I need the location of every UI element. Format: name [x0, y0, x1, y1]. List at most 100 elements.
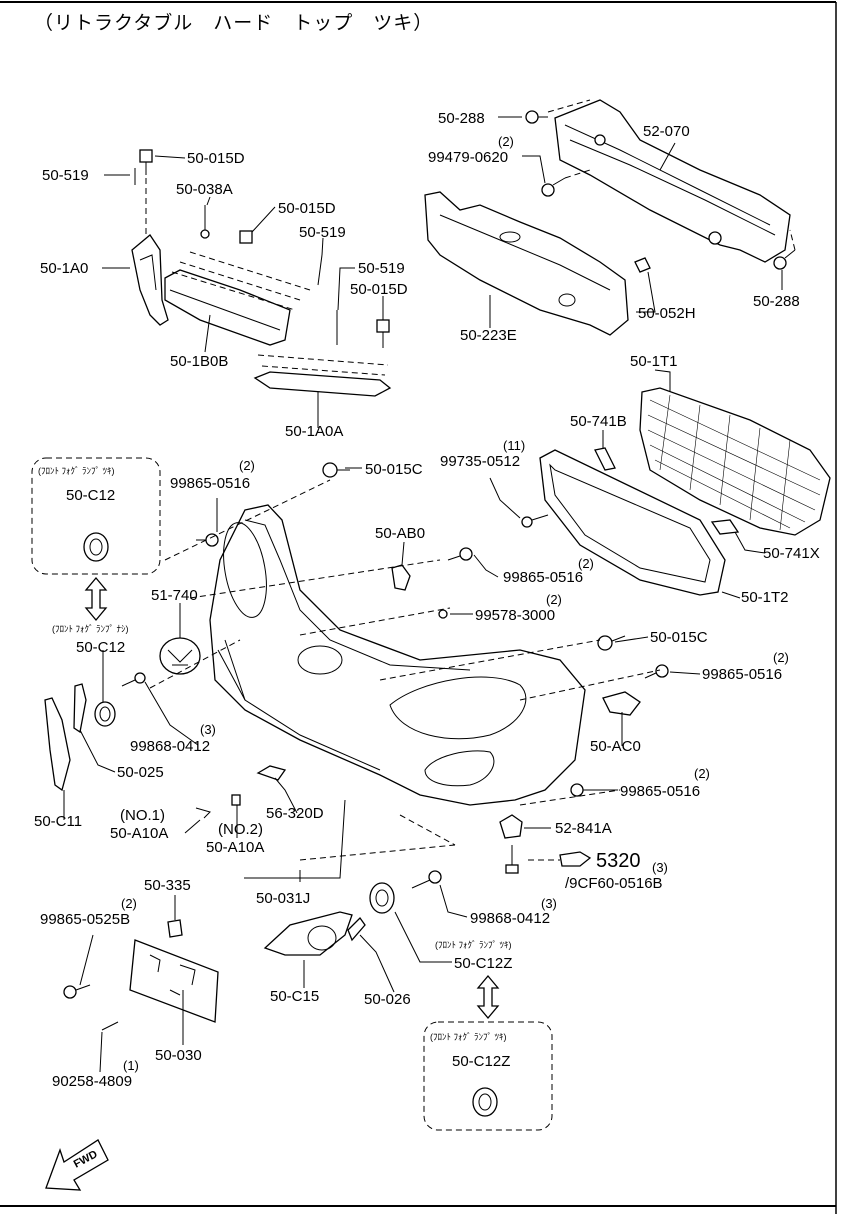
- clip-50-519-b: [317, 254, 323, 286]
- label-50-038A: 50-038A: [176, 181, 233, 198]
- fog-bezel-50-C12Z-a: [369, 882, 395, 914]
- label-5320: 5320: [596, 850, 641, 872]
- bumper-reinforcement-part: [554, 99, 791, 263]
- emblem-51-740: [159, 637, 201, 675]
- label-99865-0516-b: 99865-0516: [503, 569, 583, 586]
- qty-99865-0516-b: (2): [578, 556, 594, 571]
- bolt-99479-0620: [541, 177, 566, 197]
- qty-5320: (3): [652, 860, 668, 875]
- label-50-AB0: 50-AB0: [375, 525, 425, 542]
- pointing-hand-5320-icon: [528, 851, 592, 867]
- qty-99865-0516-c: (2): [773, 650, 789, 665]
- clip-50-052H: [634, 257, 651, 273]
- swap-arrow-bottom-icon: [476, 974, 500, 1020]
- fog-bezel-50-C12-b: [94, 701, 116, 727]
- clip-50-038A: [200, 205, 210, 239]
- qty-99868-0412-a: (3): [200, 722, 216, 737]
- bracket-50-AB0: [391, 564, 411, 591]
- qty-99868-0412-b: (3): [541, 896, 557, 911]
- label-50-C12Z-b: 50-C12Z: [452, 1053, 510, 1070]
- grille-50-1T1: [639, 387, 831, 536]
- label-50-030: 50-030: [155, 1047, 202, 1064]
- label-50-AC0: 50-AC0: [590, 738, 641, 755]
- qty-99735-0512: (11): [503, 438, 525, 453]
- label-99868-0412-b: 99868-0412: [470, 910, 550, 927]
- label-no1: (NO.1): [120, 807, 165, 824]
- fog-bezel-50-C15: [263, 911, 353, 956]
- label-99865-0516-c: 99865-0516: [702, 666, 782, 683]
- under-cover-50-1A0A: [253, 371, 392, 397]
- under-cover-50-1B0B: [164, 269, 291, 346]
- screw-99735-0512: [521, 514, 549, 528]
- label-50-1B0B: 50-1B0B: [170, 353, 228, 370]
- label-90258-4809: 90258-4809: [52, 1073, 132, 1090]
- fog-cover-50-C11: [44, 697, 71, 792]
- nut-50-015C-a: [322, 462, 350, 478]
- label-50-052H: 50-052H: [638, 305, 696, 322]
- label-50-015D-c: 50-015D: [350, 281, 408, 298]
- clip-50-741B: [594, 447, 616, 471]
- qty-99479-0620: (2): [498, 134, 514, 149]
- fog-without-note: (ﾌﾛﾝﾄ ﾌｫｸﾞ ﾗﾝﾌﾟ ﾅｼ): [52, 624, 129, 634]
- label-50-519-c: 50-519: [358, 260, 405, 277]
- label-52-841A: 52-841A: [555, 820, 612, 837]
- clip-50-741X: [710, 519, 740, 535]
- label-50-C12Z-a: 50-C12Z: [454, 955, 512, 972]
- swap-arrow-top-icon: [84, 576, 108, 622]
- label-52-070: 52-070: [643, 123, 690, 140]
- label-99865-0525B: 99865-0525B: [40, 911, 130, 928]
- nut-52-841A: [499, 814, 523, 839]
- screw-99868-0412-a: [121, 672, 146, 687]
- label-56-320D: 56-320D: [266, 805, 324, 822]
- label-50-A10A-no1: 50-A10A: [110, 825, 168, 842]
- label-50-288-top: 50-288: [438, 110, 485, 127]
- hook-50-A10A-no2: [231, 794, 241, 806]
- bolt-99865-0516-b: [447, 547, 473, 561]
- label-50-1A0: 50-1A0: [40, 260, 88, 277]
- nut-50-015C-b: [597, 635, 626, 651]
- qty-99578-3000: (2): [546, 592, 562, 607]
- label-50-1T1: 50-1T1: [630, 353, 678, 370]
- label-50-741X: 50-741X: [763, 545, 820, 562]
- label-50-288-bottom: 50-288: [753, 293, 800, 310]
- option-box-top: (ﾌﾛﾝﾄ ﾌｫｸﾞ ﾗﾝﾌﾟ ﾂｷ) 50-C12: [31, 457, 161, 575]
- qty-90258-4809: (1): [123, 1058, 139, 1073]
- label-50-026: 50-026: [364, 991, 411, 1008]
- label-50-1T2: 50-1T2: [741, 589, 789, 606]
- fog-with-note-b: (ﾌﾛﾝﾄ ﾌｫｸﾞ ﾗﾝﾌﾟ ﾂｷ): [430, 1032, 507, 1042]
- bolt-99865-0525B: [63, 984, 91, 999]
- screw-90258-4809: [101, 1021, 119, 1031]
- qty-99865-0516-d: (2): [694, 766, 710, 781]
- label-9CF60-0516B: /9CF60-0516B: [565, 875, 663, 892]
- bracket-50-AC0: [602, 691, 641, 716]
- label-99868-0412-a: 99868-0412: [130, 738, 210, 755]
- bolt-9CF60-0516B: [505, 845, 519, 874]
- label-50-A10A-no2: 50-A10A: [206, 839, 264, 856]
- hook-50-A10A-no1: [195, 807, 211, 819]
- label-99865-0516-a: 99865-0516: [170, 475, 250, 492]
- clip-50-335: [167, 919, 183, 938]
- label-99865-0516-d: 99865-0516: [620, 783, 700, 800]
- label-50-519-b: 50-519: [299, 224, 346, 241]
- bracket-50-026: [347, 916, 366, 942]
- label-99479-0620: 99479-0620: [428, 149, 508, 166]
- label-99735-0512: 99735-0512: [440, 453, 520, 470]
- forward-arrow-icon: FWD: [45, 1139, 109, 1191]
- label-50-1A0A: 50-1A0A: [285, 423, 343, 440]
- bolt-50-288-top: [525, 110, 548, 124]
- fastener-50-015D-a: [139, 149, 153, 175]
- tow-eye-cover-56-320D: [256, 765, 287, 781]
- label-50-015D-b: 50-015D: [278, 200, 336, 217]
- fastener-50-015D-b: [239, 230, 253, 244]
- label-50-C11: 50-C11: [34, 813, 82, 830]
- label-51-740: 51-740: [151, 587, 198, 604]
- label-no2: (NO.2): [218, 821, 263, 838]
- label-99578-3000: 99578-3000: [475, 607, 555, 624]
- qty-99865-0516-a: (2): [239, 458, 255, 473]
- label-50-C15: 50-C15: [270, 988, 319, 1005]
- bolt-99865-0516-c: [644, 664, 669, 679]
- screw-99868-0412-b: [411, 870, 442, 889]
- fog-with-note-c: (ﾌﾛﾝﾄ ﾌｫｸﾞ ﾗﾝﾌﾟ ﾂｷ): [435, 940, 512, 950]
- side-splash-50-1A0: [131, 234, 169, 326]
- front-bumper-fascia-50-031J: [209, 504, 586, 806]
